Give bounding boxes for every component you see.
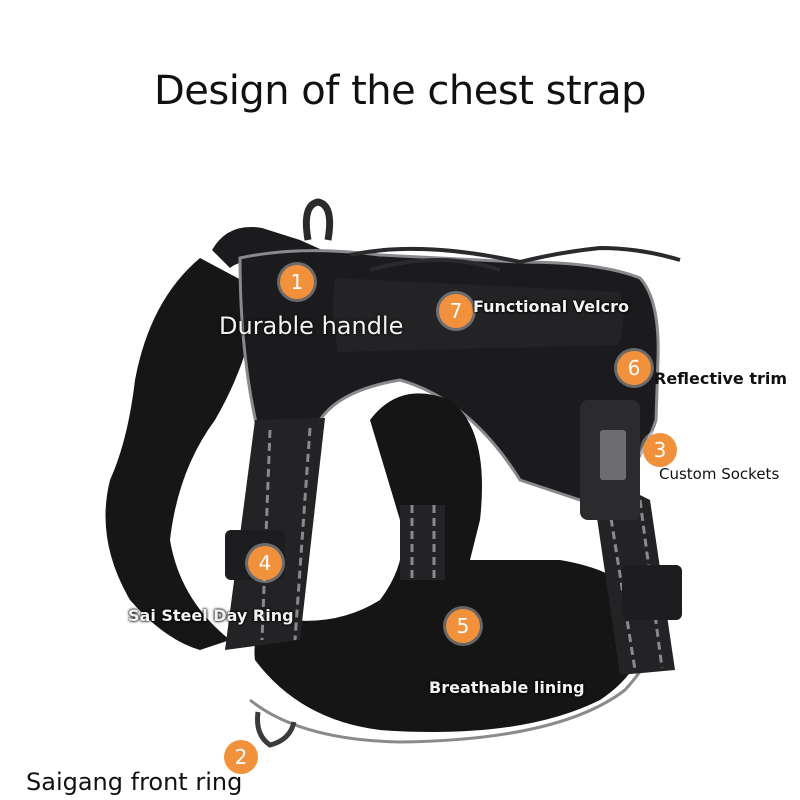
marker-3: 3 xyxy=(643,433,677,467)
bungee-cord xyxy=(349,245,681,265)
page-title: Design of the chest strap xyxy=(153,68,647,114)
marker-5: 5 xyxy=(446,609,480,643)
mesh-lining xyxy=(254,393,645,732)
marker-1: 1 xyxy=(280,265,314,299)
marker-6: 6 xyxy=(617,351,651,385)
label-custom-sockets: Custom Sockets xyxy=(659,465,780,483)
velcro-patch xyxy=(333,278,624,352)
d-ring-top xyxy=(302,198,334,241)
label-steel-ring: Sai Steel Day Ring xyxy=(128,606,294,625)
label-durable-handle: Durable handle xyxy=(219,312,404,340)
strap-slider xyxy=(622,565,682,620)
marker-4: 4 xyxy=(248,546,282,580)
label-breathable-lining: Breathable lining xyxy=(429,678,585,697)
left-padded-strap xyxy=(105,258,260,650)
marker-2: 2 xyxy=(224,740,258,774)
marker-7: 7 xyxy=(439,294,473,328)
middle-reflective-strap xyxy=(400,505,445,580)
label-front-ring: Saigang front ring xyxy=(26,768,243,796)
label-functional-velcro: Functional Velcro xyxy=(473,297,629,316)
label-reflective-trim: Reflective trim xyxy=(654,369,788,388)
front-ring-clip xyxy=(255,711,297,748)
